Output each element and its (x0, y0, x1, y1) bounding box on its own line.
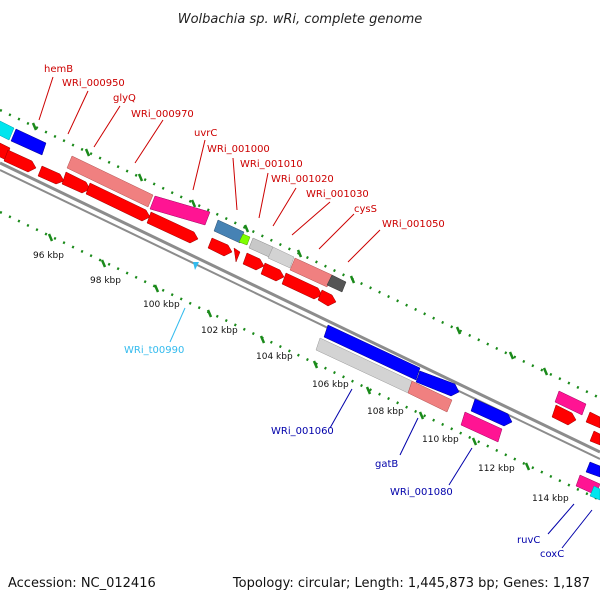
genome-title: Wolbachia sp. wRi, complete genome (178, 12, 423, 27)
gene-hemB-blue (10, 128, 47, 156)
tick-label: 98 kbp (90, 276, 121, 286)
gene-WRi_001080-blue (415, 370, 460, 397)
gene-red-2 (3, 149, 37, 173)
gene-red-10 (260, 262, 285, 282)
gene-WRi_001000-steelblue (213, 219, 245, 244)
gene-label: uvrC (194, 128, 217, 139)
gene-red-5 (85, 182, 151, 222)
gene-red-9 (242, 252, 265, 271)
tick-label: 108 kbp (367, 407, 404, 417)
forward-genes-red-row (0, 142, 337, 307)
tick-label: 96 kbp (33, 251, 64, 261)
gene-WRi_001030-lightgray (267, 246, 295, 269)
gene-WRi_001050-darkgray (326, 274, 347, 293)
gene-cysS-salmon (289, 257, 333, 288)
gene-red-right-1 (551, 404, 577, 426)
gene-label: coxC (540, 549, 564, 560)
gene-label: WRi_000950 (62, 78, 125, 89)
gene-label: gatB (375, 459, 398, 470)
reverse-label-leaders (329, 388, 593, 549)
gene-label: WRi_001080 (390, 487, 453, 498)
gene-pink-right-1 (554, 390, 587, 416)
gene-WRi_001010-lime (238, 233, 251, 246)
outer-major-ticks (31, 122, 549, 376)
inner-tick-track (0, 210, 600, 502)
gene-label: cysS (354, 204, 377, 215)
gene-label: WRi_001000 (207, 144, 270, 155)
gene-blue-right (585, 461, 600, 478)
gene-label: hemB (44, 64, 73, 75)
tick-label: 112 kbp (478, 464, 515, 474)
gene-blue-small (470, 398, 513, 427)
inner-major-ticks (47, 233, 531, 471)
gene-label: ruvC (517, 535, 540, 546)
forward-gene-labels: hemB WRi_000950 glyQ WRi_000970 uvrC WRi… (44, 64, 445, 230)
forward-label-leaders (38, 76, 381, 263)
gene-label: WRi_000970 (131, 109, 194, 120)
tick-label: 110 kbp (422, 435, 459, 445)
tick-label: 114 kbp (532, 494, 569, 504)
gene-gatB-salmon (407, 380, 453, 413)
tick-label: 106 kbp (312, 380, 349, 390)
gene-label: glyQ (113, 93, 136, 104)
reverse-gene-labels: WRi_001060 gatB WRi_001080 ruvC coxC (271, 426, 564, 560)
gene-red-12 (317, 289, 337, 307)
genome-backbone (0, 161, 600, 460)
genome-summary-text: Topology: circular; Length: 1,445,873 bp… (232, 576, 590, 591)
gene-pink-rev (460, 411, 503, 443)
gene-red-right-3 (589, 430, 600, 446)
gene-uvrC-pink (149, 195, 211, 226)
gene-label: WRi_001030 (306, 189, 369, 200)
gene-red-right-2 (585, 411, 600, 429)
trna-label-leader (169, 307, 186, 343)
gene-cyan-upper (0, 120, 15, 141)
tick-label: 100 kbp (143, 300, 180, 310)
outer-tick-track (0, 108, 600, 400)
accession-text: Accession: NC_012416 (8, 576, 156, 591)
trna-marker (193, 262, 199, 270)
reverse-genes (315, 324, 600, 501)
forward-genes-upper-row (0, 120, 347, 293)
gene-red-4 (61, 171, 91, 194)
gene-label: WRi_001050 (382, 219, 445, 230)
gene-WRi_001060-blue (323, 324, 421, 381)
gene-red-3 (37, 165, 65, 185)
gene-red-7 (207, 237, 233, 257)
tick-labels: 96 kbp 98 kbp 100 kbp 102 kbp 104 kbp 10… (33, 251, 569, 504)
gene-label: WRi_001020 (271, 174, 334, 185)
gene-red-11 (281, 272, 323, 300)
gene-label: WRi_001060 (271, 426, 334, 437)
gene-coxC-cyan (589, 485, 600, 501)
gene-WRi_001020-gray (248, 237, 274, 258)
tick-label: 104 kbp (256, 352, 293, 362)
gene-label: WRi_t00990 (124, 345, 184, 356)
tick-label: 102 kbp (201, 326, 238, 336)
gene-red-6 (146, 211, 199, 244)
gene-label: WRi_001010 (240, 159, 303, 170)
gene-red-8 (233, 247, 241, 263)
gene-glyQ-salmon (66, 155, 154, 208)
